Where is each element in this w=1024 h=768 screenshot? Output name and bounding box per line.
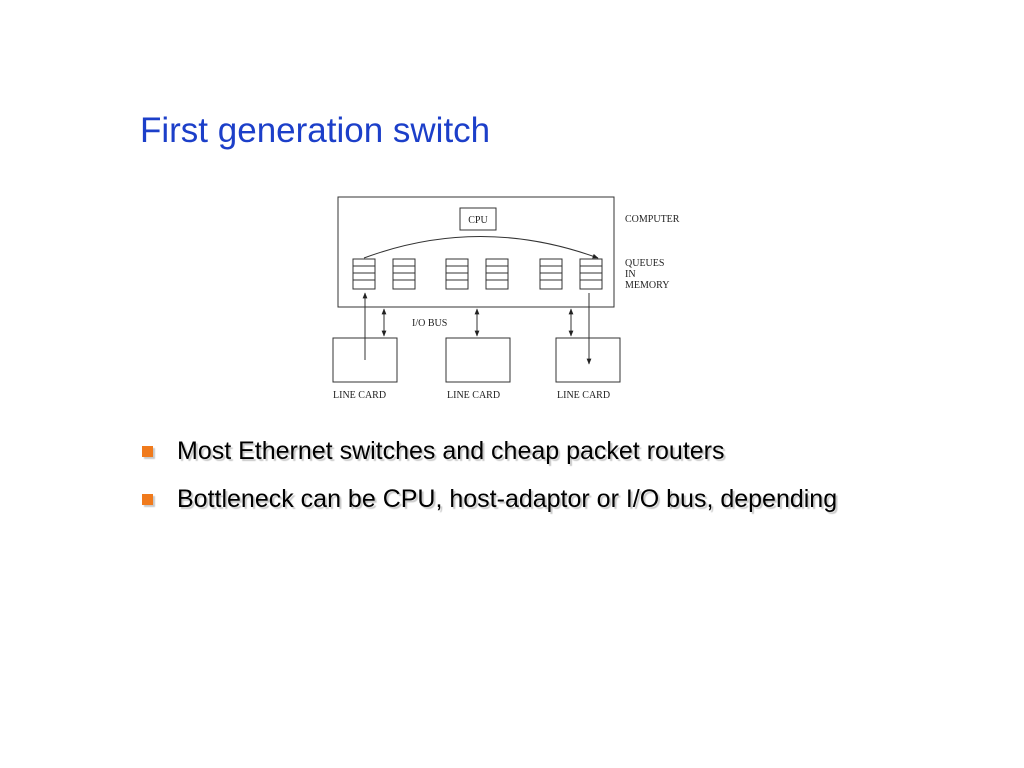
cpu-transfer-arrow — [363, 236, 599, 259]
bullet-text: Bottleneck can be CPU, host-adaptor or I… — [177, 485, 838, 513]
square-bullet-icon — [142, 446, 153, 457]
queues-label-line-3: MEMORY — [625, 280, 669, 291]
queues-label-line-2: IN — [625, 269, 636, 280]
queues-label-line-1: QUEUES — [625, 258, 664, 269]
io-bus-label: I/O BUS — [412, 318, 447, 329]
line-card-box-2 — [445, 337, 511, 383]
slide-title: First generation switch — [140, 111, 491, 150]
queue-5 — [539, 258, 563, 290]
queue-1 — [352, 258, 376, 290]
queue-3 — [445, 258, 469, 290]
bullet-item: Most Ethernet switches and cheap packet … — [140, 433, 837, 481]
computer-box — [337, 196, 615, 308]
queue-2 — [392, 258, 416, 290]
queue-6 — [579, 258, 603, 290]
line-card-label-2: LINE CARD — [447, 390, 500, 401]
bullet-text: Most Ethernet switches and cheap packet … — [177, 437, 725, 465]
bullet-item: Bottleneck can be CPU, host-adaptor or I… — [140, 481, 837, 529]
line-card-label-3: LINE CARD — [557, 390, 610, 401]
square-bullet-icon — [142, 494, 153, 505]
cpu-label: CPU — [468, 215, 488, 226]
line-card-label-1: LINE CARD — [333, 390, 386, 401]
cpu-box — [459, 207, 497, 231]
bullet-list: Most Ethernet switches and cheap packet … — [140, 433, 837, 529]
memory-queues — [352, 258, 603, 290]
line-card-box-3 — [555, 337, 621, 383]
queue-4 — [485, 258, 509, 290]
computer-label: COMPUTER — [625, 214, 680, 225]
line-card-box-1 — [332, 337, 398, 383]
